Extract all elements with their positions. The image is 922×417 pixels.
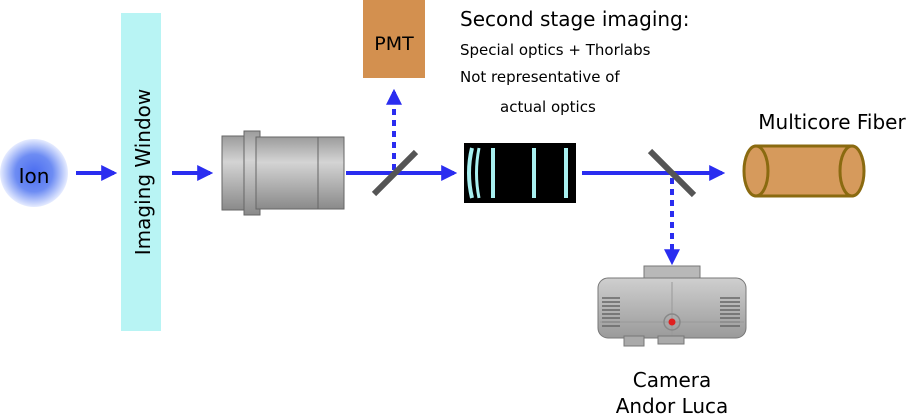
ion: Ion	[0, 139, 68, 207]
camera-sensor-ring	[663, 313, 681, 331]
imaging-window: Imaging Window	[121, 13, 161, 331]
ion-label: Ion	[19, 164, 50, 188]
second-stage-line2: Not representative of	[460, 68, 620, 86]
imaging-window-label: Imaging Window	[131, 89, 155, 255]
optics-lens-5	[564, 148, 568, 198]
ion-glow	[0, 139, 68, 207]
optics-lens-4	[532, 148, 536, 198]
pmt-label: PMT	[374, 33, 414, 55]
pmt: PMT	[363, 0, 425, 78]
second-stage-optics	[464, 143, 576, 203]
fiber-label: Multicore Fiber	[758, 110, 906, 134]
objective-body-mid	[255, 136, 321, 210]
fiber-end	[838, 144, 866, 198]
multicore-fiber: Multicore Fiber	[742, 110, 906, 198]
camera-foot-left	[623, 335, 645, 347]
fiber-body	[754, 144, 854, 198]
camera-label-line2: Andor Luca	[616, 394, 729, 417]
objective-body-right	[317, 136, 345, 210]
fiber-face	[742, 144, 770, 198]
optics-lens-2	[475, 147, 481, 199]
camera: Camera Andor Luca	[597, 265, 747, 417]
camera-sensor-dot	[668, 318, 676, 326]
optics-housing	[464, 143, 576, 203]
pmt-box	[363, 0, 425, 78]
camera-foot-right	[657, 335, 685, 345]
beam-splitter-1	[371, 149, 419, 197]
second-stage-line3: actual optics	[500, 98, 596, 116]
second-stage-line1: Special optics + Thorlabs	[460, 41, 651, 59]
optics-lens-1	[467, 147, 474, 199]
objective-lens	[221, 130, 345, 216]
camera-label-line1: Camera	[633, 368, 712, 392]
imaging-window-slab	[121, 13, 161, 331]
second-stage-title: Second stage imaging:	[460, 7, 690, 31]
beam-splitter-2	[647, 148, 697, 198]
optics-lens-3	[491, 148, 495, 198]
